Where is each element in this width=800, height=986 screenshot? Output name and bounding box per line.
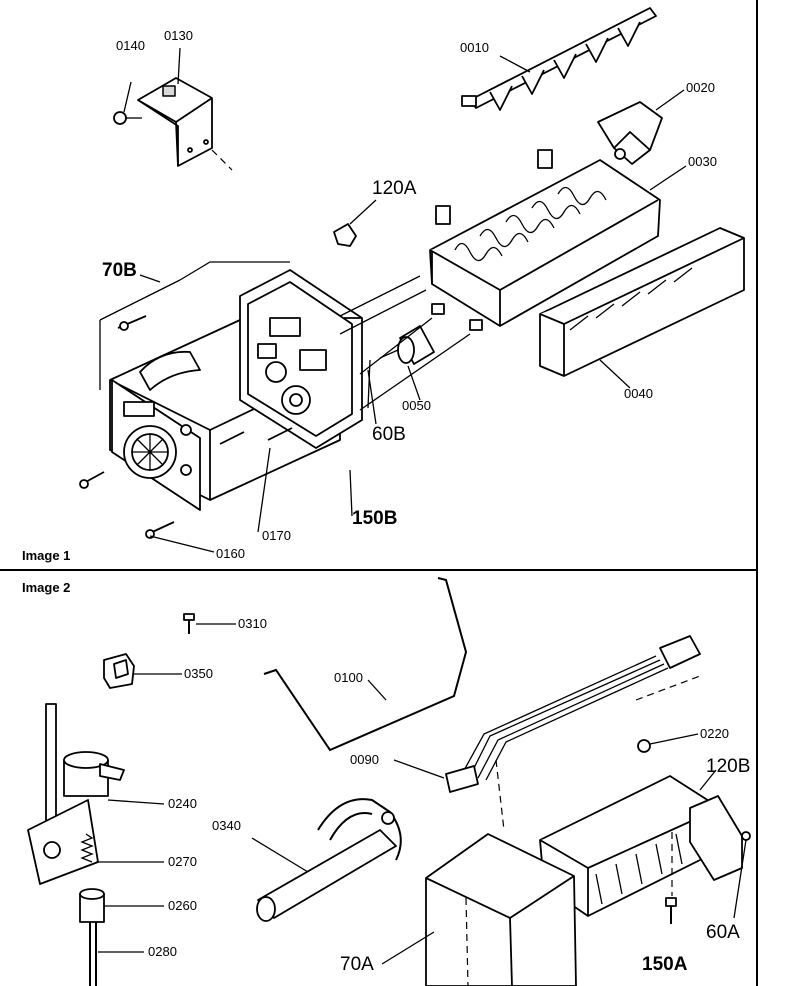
label-150B: 150B [352, 508, 397, 529]
water-valve-0240 [27, 703, 165, 986]
ejector-shaft-0010 [461, 7, 657, 111]
label-0340: 0340 [212, 818, 241, 833]
label-0160: 0160 [216, 546, 245, 561]
gear-housing [239, 269, 363, 517]
label-0260: 0260 [168, 898, 197, 913]
label-70A: 70A [340, 954, 374, 975]
mold-0030 [429, 149, 687, 327]
front-cover-0040 [539, 227, 745, 389]
caption-image2: Image 2 [22, 580, 70, 595]
label-0280: 0280 [148, 944, 177, 959]
clip-120A [333, 199, 377, 247]
label-0270: 0270 [168, 854, 197, 869]
label-0310: 0310 [238, 616, 267, 631]
image2-panel: Image 2 [22, 577, 751, 986]
cover-70A [381, 833, 577, 986]
label-70B: 70B [102, 260, 137, 281]
switch-60B [359, 303, 483, 425]
panel-frame [0, 0, 758, 986]
label-0220: 0220 [700, 726, 729, 741]
fill-tube-0340 [251, 798, 402, 922]
stripper-0020 [597, 89, 685, 165]
sensor-0220 [637, 733, 699, 753]
label-60A: 60A [706, 922, 740, 943]
screws-0160-0170 [79, 427, 293, 553]
label-0130: 0130 [164, 28, 193, 43]
label-0010: 0010 [460, 40, 489, 55]
wire-harness-0090 [393, 635, 701, 831]
caption-image1: Image 1 [22, 548, 70, 563]
image1-panel: 0140 0130 0010 0020 0030 120A 70B 0050 6… [22, 7, 745, 563]
label-0040: 0040 [624, 386, 653, 401]
label-120B: 120B [706, 756, 750, 777]
clip-0350 [103, 653, 182, 689]
mold-assembly-image2 [539, 769, 751, 924]
label-0100: 0100 [334, 670, 363, 685]
label-0350: 0350 [184, 666, 213, 681]
label-0140: 0140 [116, 38, 145, 53]
motor-0050 [379, 325, 435, 401]
shutoff-arm-0100 [263, 577, 468, 752]
label-60B: 60B [372, 424, 406, 445]
bracket-0130 [137, 77, 233, 171]
label-0030: 0030 [688, 154, 717, 169]
label-0020: 0020 [686, 80, 715, 95]
label-0170: 0170 [262, 528, 291, 543]
label-0090: 0090 [350, 752, 379, 767]
screw-0140 [113, 81, 142, 125]
screw-0310 [183, 613, 236, 634]
label-0240: 0240 [168, 796, 197, 811]
label-0050: 0050 [402, 398, 431, 413]
label-120A: 120A [372, 178, 417, 199]
label-150A: 150A [642, 954, 688, 975]
cover-outline-70B [99, 261, 290, 390]
